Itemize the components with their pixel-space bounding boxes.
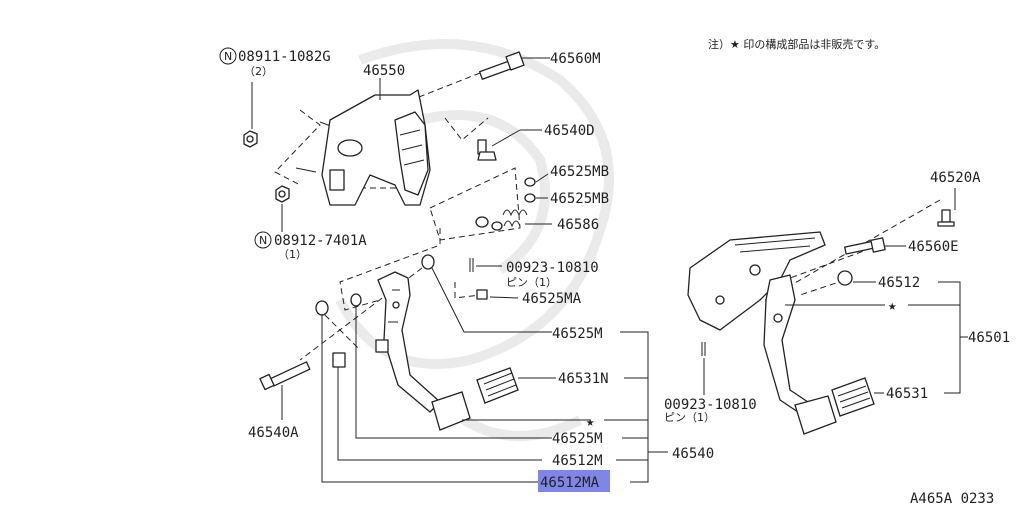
pedal-pad xyxy=(476,367,519,404)
clip-icon xyxy=(937,209,955,227)
left-pedal-assembly xyxy=(243,51,668,483)
bracket-line xyxy=(938,281,961,394)
part-label[interactable]: 46525MB xyxy=(550,164,609,180)
part-label[interactable]: 00923-10810 xyxy=(506,260,599,276)
part-label[interactable]: 46512 xyxy=(878,275,920,291)
pedal-pad xyxy=(794,395,837,435)
part-label[interactable]: 46540 xyxy=(672,446,714,462)
note-text: 注）★ 印の構成部品は非販売です。 xyxy=(708,37,885,51)
bolt-icon xyxy=(259,361,311,391)
bushing-icon xyxy=(315,254,435,368)
pedal-arm xyxy=(375,271,441,413)
leader-line xyxy=(321,314,542,483)
clip-icon xyxy=(476,289,488,300)
nut-symbol-icon: N xyxy=(254,231,272,249)
star-mark: ★ xyxy=(586,414,595,430)
part-label[interactable]: 46525MA xyxy=(522,291,582,307)
part-label[interactable]: 46550 xyxy=(363,63,405,79)
part-label[interactable]: 46531 xyxy=(886,386,928,402)
spring-icon xyxy=(502,209,528,228)
part-label[interactable]: 08912-7401A xyxy=(274,233,367,249)
part-label-highlighted[interactable]: 46512MA xyxy=(540,475,600,491)
bolt-icon xyxy=(478,51,525,80)
bushing-icon xyxy=(475,177,536,231)
guide-line xyxy=(429,167,521,241)
part-label[interactable]: 46586 xyxy=(557,217,599,233)
svg-text:N: N xyxy=(224,50,232,63)
part-label[interactable]: 46540A xyxy=(248,425,299,441)
bracket-line xyxy=(620,331,649,483)
part-label[interactable]: 46520A xyxy=(930,170,981,186)
leader-line xyxy=(337,367,542,461)
part-label[interactable]: 46525MB xyxy=(550,191,609,207)
part-label[interactable]: 00923-10810 xyxy=(664,397,757,413)
nut-icon xyxy=(275,185,290,203)
bushing-icon xyxy=(837,270,853,286)
pin-icon xyxy=(701,342,706,356)
qty-label: （2） xyxy=(244,65,273,78)
qty-label: （1） xyxy=(278,248,307,261)
qty-label: ピン（1） xyxy=(506,276,557,289)
part-label[interactable]: 46501 xyxy=(968,330,1010,346)
guide-line xyxy=(274,109,321,186)
part-label[interactable]: 46540D xyxy=(544,123,595,139)
part-label[interactable]: 46525M xyxy=(552,431,603,447)
bolt-icon xyxy=(477,139,497,161)
leader-line xyxy=(355,306,552,439)
star-mark: ★ xyxy=(888,298,897,314)
leader-line xyxy=(431,267,552,333)
guide-line xyxy=(339,228,441,311)
part-label[interactable]: 46560E xyxy=(908,239,959,255)
pedal-pad xyxy=(831,377,875,417)
guide-line xyxy=(454,282,481,299)
diagram-code: A465A 0233 xyxy=(910,491,994,507)
guide-line xyxy=(444,117,489,141)
nut-icon xyxy=(243,130,258,148)
pedal-pad xyxy=(431,391,471,431)
bolt-icon xyxy=(844,237,886,255)
guide-line xyxy=(789,247,873,279)
qty-label: ピン（1） xyxy=(664,411,715,424)
part-label[interactable]: 08911-1082G xyxy=(238,49,331,65)
pin-icon xyxy=(469,258,474,272)
pedal-bracket xyxy=(321,89,431,206)
right-pedal-assembly xyxy=(687,188,968,435)
part-label[interactable]: 46512M xyxy=(552,453,603,469)
part-label[interactable]: 46525M xyxy=(552,326,603,342)
guide-line xyxy=(324,314,361,351)
pedal-arm xyxy=(763,274,821,421)
highlight-box xyxy=(538,470,610,492)
guide-line xyxy=(799,279,846,296)
part-label[interactable]: 46531N xyxy=(558,371,609,387)
part-label[interactable]: 46560M xyxy=(550,51,601,67)
nut-symbol-icon: N xyxy=(219,47,237,65)
pedal-bracket xyxy=(687,231,826,331)
svg-text:N: N xyxy=(259,234,267,247)
